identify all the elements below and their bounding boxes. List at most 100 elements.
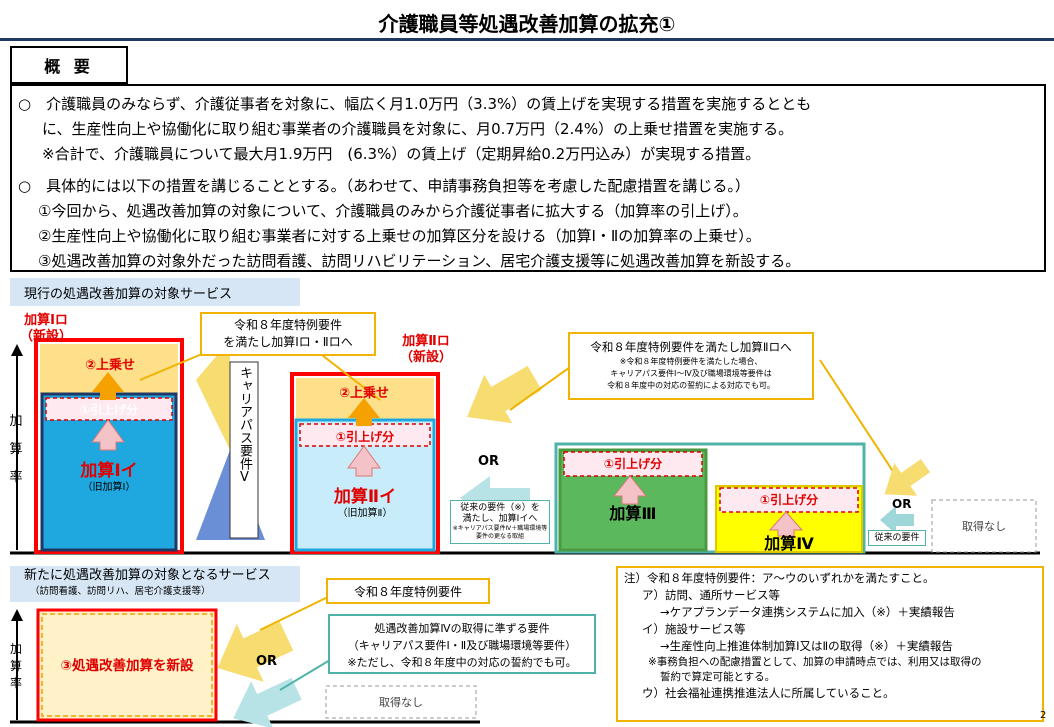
- teal-arrow-lower: [233, 677, 302, 727]
- new-2ro-text: 加算Ⅱロ: [402, 334, 450, 349]
- diagram-canvas: [10, 337, 1040, 727]
- y-label-lower-ka: 加: [9, 642, 22, 656]
- bar1-hikiage-label: ①引上げ分: [79, 403, 139, 417]
- callout2-note3: 令和８年度中の対応の誓約による対応でも可。: [607, 380, 775, 390]
- bar1-uwanose-label: ②上乗せ: [84, 358, 135, 373]
- lower-req-line3: ※ただし、令和８年度中の対応の誓約でも可。: [347, 656, 577, 669]
- none-box-upper: [931, 499, 1037, 553]
- callout2-title: 令和８年度特例要件を満たし加算Ⅱロへ: [590, 339, 792, 354]
- teal-arrow-small: [880, 506, 914, 534]
- y-label-lower-ritsu: 率: [9, 676, 22, 690]
- bar3-label: 加算Ⅲ: [609, 504, 657, 523]
- summary-line-5: ①今回から、処遇改善加算の対象について、介護職員のみから介護従事者に拡大する（加…: [38, 202, 748, 220]
- bar1-label: 加算Ⅰイ: [80, 461, 138, 481]
- bar1-up-arrow-orange: [92, 372, 124, 400]
- summary-line-1: ○ 介護職員のみならず、介護従事者を対象に、幅広く月1.0万円（3.3%）の賃上…: [18, 95, 812, 113]
- bar2-sublabel: （旧加算Ⅱ）: [337, 508, 393, 519]
- page-number: 2: [1040, 710, 1047, 721]
- new-services-sub: （訪問看護、訪問リハ、居宅介護支援等）: [30, 586, 211, 597]
- callout2-note2: キャリアパス要件Ⅰ～Ⅳ及び職場環境等要件は: [610, 368, 772, 378]
- bar2-label: 加算Ⅱイ: [333, 487, 397, 507]
- old-req-line1: 従来の要件（※）を: [460, 503, 540, 513]
- new-service-inner: [41, 613, 213, 717]
- y-label-ka: 加: [9, 414, 23, 429]
- summary-line-2: に、生産性向上や協働化に取り組む事業者の介護職員を対象に、月0.7万円（2.4%…: [42, 120, 794, 138]
- note-line-2: ア）訪問、通所サービス等: [642, 588, 780, 602]
- none-label-upper: 取得なし: [962, 520, 1006, 533]
- callout2-note1: ※令和８年度特例要件を満たした場合、: [619, 356, 763, 366]
- yellow-arrow-to-bar2: [467, 365, 542, 424]
- old-req-line2: 満たし、加算Ⅰイへ: [462, 514, 538, 524]
- lower-special-callout: 令和８年度特例要件: [326, 578, 490, 604]
- callout2-pointer-2: [819, 359, 897, 477]
- bar4-label: 加算Ⅳ: [764, 534, 814, 553]
- y-axis-upper-arrow: [11, 344, 23, 356]
- notes-box: 注）令和８年度特例要件：ア～ウのいずれかを満たすこと。 ア）訪問、通所サービス等…: [616, 566, 1044, 722]
- note-line-7: 誓約で算定可能とする。: [660, 671, 776, 683]
- bar1-up-arrow-pink: [91, 419, 125, 451]
- none-label-lower: 取得なし: [379, 696, 423, 709]
- bar3-up-arrow-pink: [612, 475, 648, 505]
- note-line-5: →生産性向上推進体制加算Ⅰ又はⅡの取得（※）＋実績報告: [660, 639, 953, 653]
- yellow-arrow-small: [884, 459, 931, 496]
- new-1ro-label: 加算Ⅰロ （新設）: [16, 313, 76, 345]
- lower-req-pointer: [279, 659, 331, 691]
- lower-req-line1: 処遇改善加算Ⅳの取得に準ずる要件: [374, 622, 550, 635]
- yellow-arrow-lower: [217, 621, 294, 682]
- new-1ro-sub: （新設）: [19, 329, 72, 344]
- bar4-hikiage-box: [719, 487, 859, 513]
- career-path-box: [229, 361, 259, 539]
- career-yellow-arrow-up: [196, 340, 230, 450]
- callout1-line2: を満たし加算Ⅰロ・Ⅱロへ: [223, 335, 353, 349]
- new-services-label: 新たに処遇改善加算の対象となるサービス （訪問看護、訪問リハ、居宅介護支援等）: [10, 566, 300, 602]
- note-line-6: ※事務負担への配慮措置として、加算の申請時点では、利用又は取得の: [648, 656, 982, 668]
- bar2-up-arrow-orange: [348, 398, 380, 426]
- note-line-4: イ）施設サービス等: [642, 622, 746, 636]
- old-req-note: ※キャリアパス要件Ⅳ＋職場環境等要件の更なる取組: [452, 525, 548, 540]
- bar4-up-arrow-pink: [768, 511, 804, 537]
- summary-line-7: ③処遇改善加算の対象外だった訪問看護、訪問リハビリテーション、居宅介護支援等に処…: [38, 252, 801, 270]
- new-service-box-label: ③処遇改善加算を新設: [60, 658, 194, 674]
- note-line-8: ウ）社会福祉連携推進法人に所属していること。: [642, 686, 895, 700]
- bar3-hikiage-box: [563, 451, 703, 477]
- new-services-title: 新たに処遇改善加算の対象となるサービス: [24, 568, 271, 583]
- note-line-1: 注）令和８年度特例要件：ア～ウのいずれかを満たすこと。: [624, 571, 935, 585]
- callout-2ro: 令和８年度特例要件を満たし加算Ⅱロへ ※令和８年度特例要件を満たした場合、 キャ…: [568, 332, 814, 400]
- bar4-hikiage-label: ①引上げ分: [759, 493, 819, 507]
- or-label-right: OR: [892, 497, 912, 511]
- summary-line-6: ②生産性向上や協働化に取り組む事業者に対する上乗せの加算区分を設ける（加算Ⅰ・Ⅱ…: [38, 227, 761, 245]
- career-path-label: キャリアパス要件Ⅴ: [237, 366, 252, 485]
- bar2-up-arrow-pink: [347, 445, 381, 477]
- summary-line-4: ○ 具体的には以下の措置を講じることとする。（あわせて、申請事務負担等を考慮した…: [18, 177, 750, 195]
- or-label-lower: OR: [256, 654, 278, 669]
- bar3-hikiage-label: ①引上げ分: [603, 457, 663, 471]
- y-axis-label-lower: 加 算 率: [8, 641, 24, 692]
- bar2-hikiage-label: ①引上げ分: [335, 430, 395, 444]
- lower-special-pointer: [259, 595, 331, 631]
- lower-req-box: 処遇改善加算Ⅳの取得に準ずる要件 （キャリアパス要件Ⅰ・Ⅱ及び職場環境等要件） …: [328, 614, 596, 674]
- bar2-uwanose-label: ②上乗せ: [338, 386, 389, 401]
- new-1ro-text: 加算Ⅰロ: [24, 313, 68, 328]
- summary-line-3: ※合計で、介護職員について最大月1.9万円 (6.3%）の賃上げ（定期昇給0.2…: [42, 145, 761, 163]
- y-label-lower-san: 算: [9, 659, 22, 673]
- title-underline: [0, 38, 1054, 41]
- new-2ro-sub: （新設）: [399, 350, 452, 365]
- y-axis-lower-arrow: [11, 609, 23, 621]
- y-axis-label-upper: 加 算 率: [8, 408, 24, 492]
- callout-1ro-2ro: 令和８年度特例要件 を満たし加算Ⅰロ・Ⅱロへ: [200, 312, 376, 356]
- page-title: 介護職員等処遇改善加算の拡充①: [378, 12, 676, 36]
- old-req-small-box: 従来の要件: [868, 530, 926, 546]
- new-2ro-label: 加算Ⅱロ （新設）: [396, 334, 456, 366]
- y-label-san: 算: [9, 442, 23, 457]
- note-line-3: →ケアプランデータ連携システムに加入（※）＋実績報告: [660, 605, 955, 619]
- none-box-lower: [325, 685, 477, 719]
- callout1-line1: 令和８年度特例要件: [233, 318, 342, 332]
- overview-label: 概 要: [10, 46, 128, 84]
- or-label-upper: OR: [478, 454, 500, 469]
- summary-box: ○ 介護職員のみならず、介護従事者を対象に、幅広く月1.0万円（3.3%）の賃上…: [10, 84, 1046, 272]
- current-services-label: 現行の処遇改善加算の対象サービス: [10, 278, 300, 306]
- lower-req-line2: （キャリアパス要件Ⅰ・Ⅱ及び職場環境等要件）: [347, 639, 577, 652]
- old-req-box: 従来の要件（※）を 満たし、加算Ⅰイへ ※キャリアパス要件Ⅳ＋職場環境等要件の更…: [450, 500, 550, 544]
- y-label-ritsu: 率: [9, 470, 23, 485]
- bar1-sublabel: （旧加算Ⅰ）: [82, 482, 136, 493]
